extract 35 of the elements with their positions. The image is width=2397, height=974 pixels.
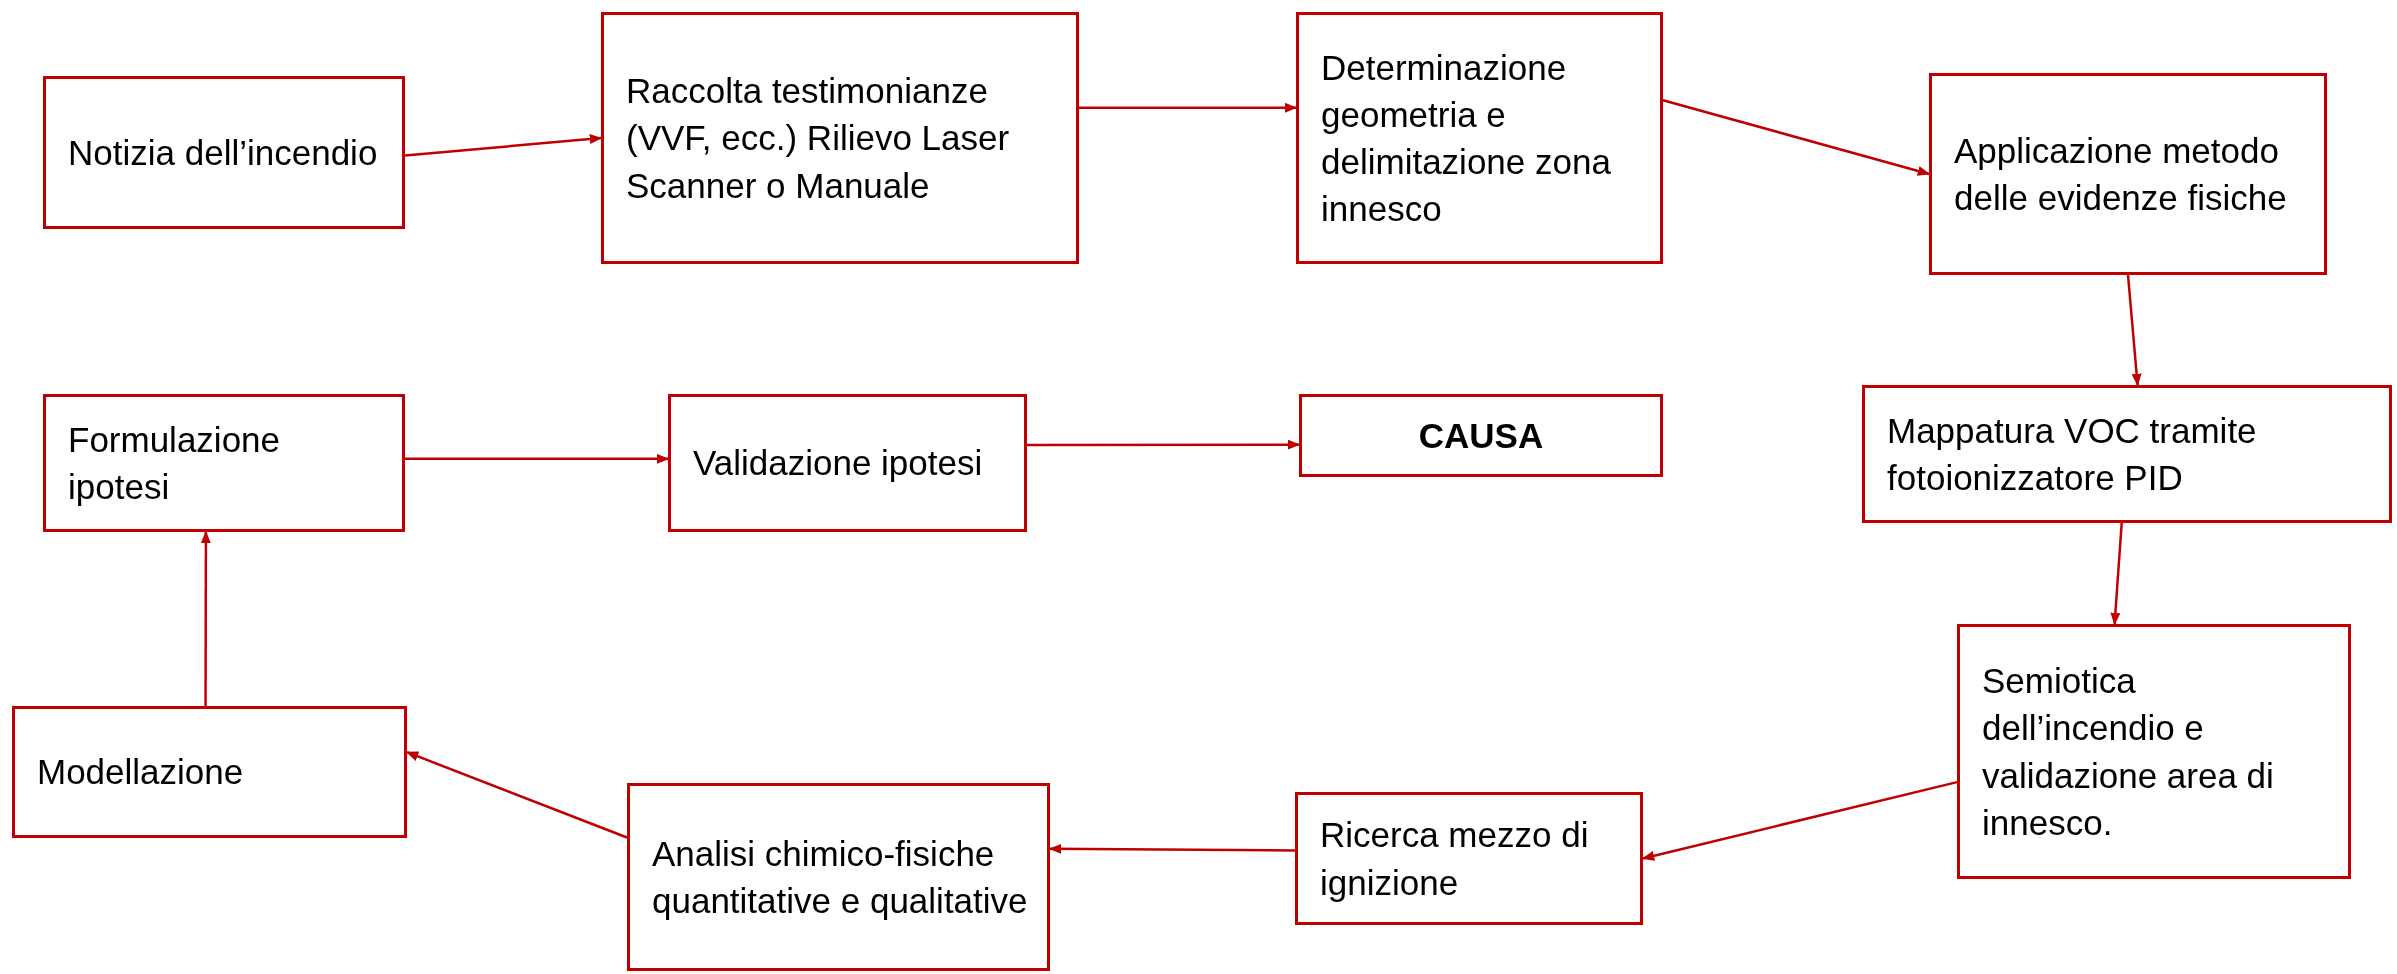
process-box bbox=[12, 706, 407, 838]
process-box bbox=[601, 12, 1079, 264]
process-box bbox=[43, 76, 405, 229]
process-box bbox=[1929, 73, 2327, 275]
process-box bbox=[1295, 792, 1643, 925]
arrow bbox=[405, 453, 670, 464]
process-box bbox=[668, 394, 1027, 532]
result-box bbox=[1299, 394, 1663, 477]
arrow bbox=[405, 751, 628, 839]
process-box bbox=[43, 394, 405, 532]
process-box bbox=[1957, 624, 2351, 879]
box-text: Semiotica dell’incendio e validazione area di innesco. bbox=[1982, 660, 2275, 844]
box-text: Ricerca mezzo di ignizione bbox=[1320, 814, 1590, 904]
box-text: CAUSA bbox=[1418, 414, 1544, 457]
arrow bbox=[1027, 439, 1301, 450]
arrow bbox=[1079, 102, 1298, 113]
arrow bbox=[2110, 522, 2123, 626]
box-text: Validazione ipotesi bbox=[693, 442, 983, 485]
arrow bbox=[2126, 274, 2142, 387]
arrow bbox=[1641, 780, 1958, 861]
process-box bbox=[1862, 385, 2392, 523]
process-box bbox=[627, 783, 1050, 971]
box-text: Analisi chimico-fisiche quantitative e qualitative bbox=[652, 832, 1029, 922]
box-text: Mappatura VOC tramite fotoionizzatore PID bbox=[1887, 409, 2258, 499]
arrow bbox=[200, 530, 211, 706]
arrow bbox=[1662, 99, 1931, 176]
arrow bbox=[404, 134, 603, 157]
process-box bbox=[1296, 12, 1663, 264]
box-text: Applicazione metodo delle evidenze fisiche bbox=[1954, 129, 2288, 219]
arrow bbox=[1048, 843, 1295, 854]
box-text: Modellazione bbox=[37, 751, 244, 794]
box-text: Notizia dell’incendio bbox=[68, 131, 378, 174]
box-text: Raccolta testimonianze (VVF, ecc.) Rilievo Laser Scanner o Manuale bbox=[626, 70, 1011, 207]
box-text: Formulazione ipotesi bbox=[68, 418, 282, 508]
box-text: Determinazione geometria e delimitazione zona innesco bbox=[1321, 46, 1612, 231]
